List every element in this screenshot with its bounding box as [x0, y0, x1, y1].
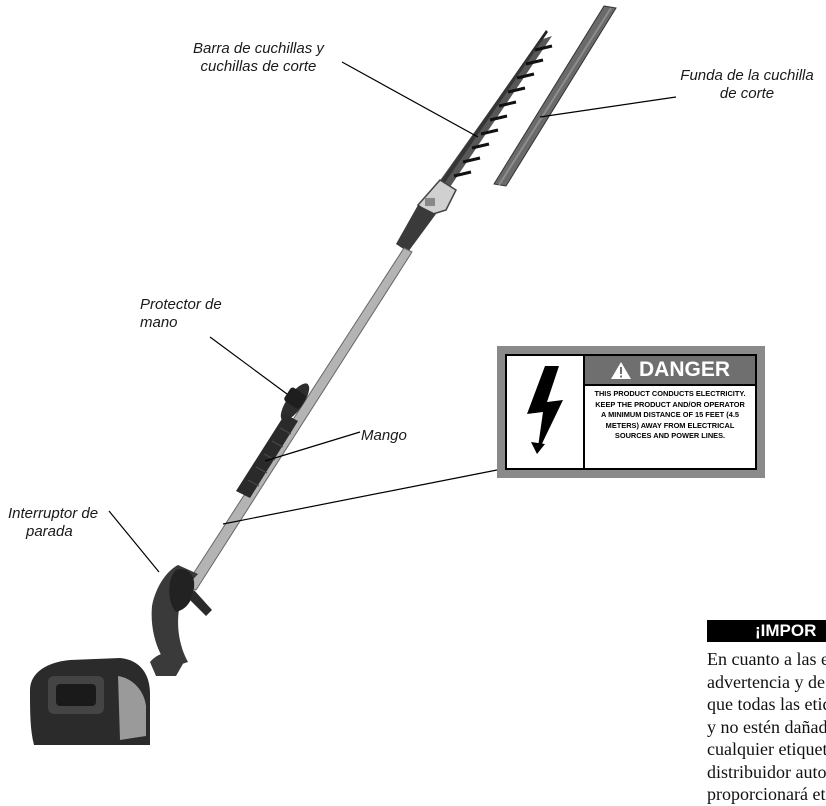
- leader-handle: [264, 431, 361, 462]
- leader-stop-switch: [108, 510, 160, 573]
- warning-triangle-icon: [610, 361, 631, 379]
- hand-guard: [280, 383, 310, 421]
- danger-header: DANGER: [585, 356, 755, 386]
- rear-handle: [151, 565, 212, 668]
- callout-handle: Mango: [361, 427, 407, 444]
- leader-danger-label: [222, 469, 498, 525]
- danger-label-inner: DANGER THIS PRODUCT CONDUCTS ELECTRICITY…: [505, 354, 757, 470]
- danger-text: THIS PRODUCT CONDUCTS ELECTRICITY. KEEP …: [594, 389, 746, 441]
- leader-blade-bar: [341, 61, 479, 138]
- important-heading: ¡IMPOR: [707, 620, 826, 642]
- danger-heading: DANGER: [638, 358, 730, 381]
- callout-hand-guard: Protector de mano: [140, 296, 222, 331]
- electric-shock-icon: [507, 356, 585, 468]
- important-body-text: En cuanto a las etiquetas advertencia y …: [707, 649, 826, 804]
- engine: [30, 653, 184, 745]
- callout-blade-cover: Funda de la cuchilla de corte: [680, 67, 814, 102]
- callout-blade-bar: Barra de cuchillas y cuchillas de corte: [193, 40, 324, 75]
- gearbox: [396, 179, 457, 252]
- danger-label: DANGER THIS PRODUCT CONDUCTS ELECTRICITY…: [497, 346, 765, 478]
- callout-stop-switch: Interruptor de parada: [8, 505, 99, 540]
- leader-hand-guard: [209, 336, 288, 395]
- pole-hedge-trimmer-illustration: [30, 5, 677, 745]
- blade-bar: [436, 30, 553, 190]
- leader-blade-cover: [539, 96, 677, 118]
